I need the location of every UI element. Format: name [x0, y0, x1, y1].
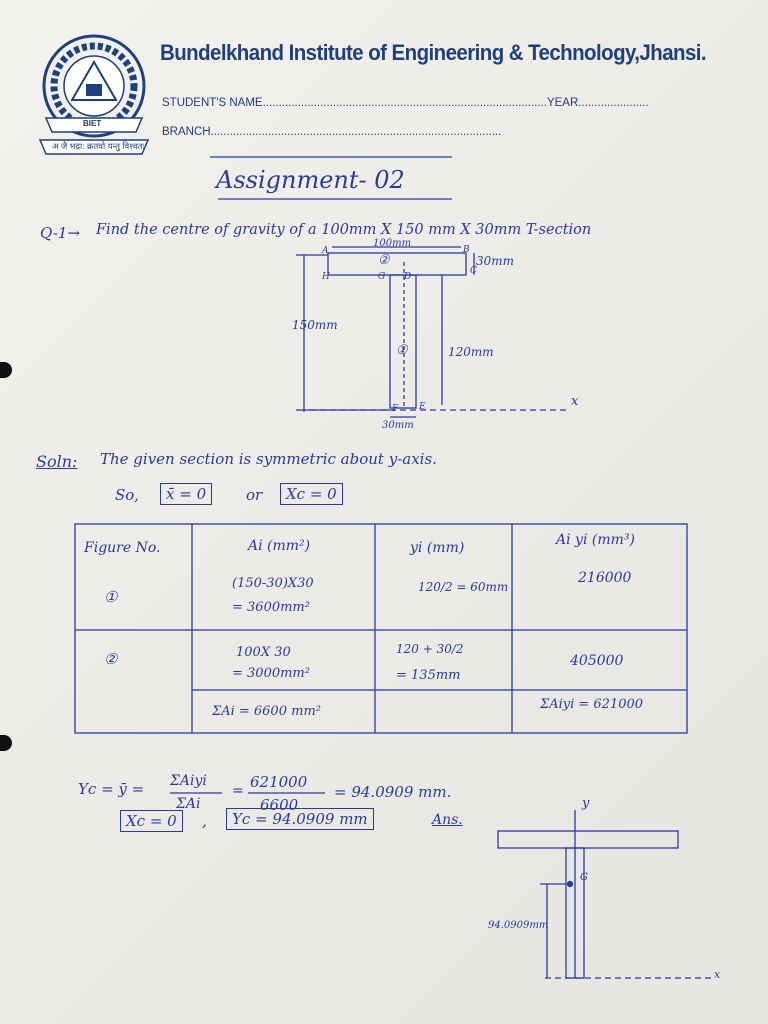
- table-header-ai: Ai (mm²): [248, 538, 311, 554]
- row-1-yi: 120/2 = 60mm: [418, 580, 509, 594]
- row-2-ai-expr: 100X 30: [236, 645, 291, 660]
- row-2-yi-value: = 135mm: [396, 668, 461, 683]
- small-fig-g-label: G: [580, 872, 588, 883]
- small-fig-y-label: y: [582, 796, 590, 811]
- motto: अ जै भद्रा: क्रतवो यन्तु विश्वतः: [52, 141, 145, 151]
- institute-name: Bundelkhand Institute of Engineering & T…: [160, 40, 707, 65]
- point-h: H: [322, 272, 330, 282]
- result-frac1-num: ΣAiyi: [170, 773, 207, 789]
- answer-comma: ,: [202, 812, 207, 830]
- answer-yc-box: Yc = 94.0909 mm: [226, 808, 374, 830]
- point-c: C: [470, 266, 477, 276]
- table-header-yi: yi (mm): [410, 540, 465, 556]
- point-f: F: [392, 404, 399, 414]
- xc-box: Xc = 0: [280, 483, 343, 505]
- branch-field: BRANCH..................................…: [162, 126, 502, 138]
- solution-label: Soln:: [36, 452, 78, 471]
- solution-or: or: [246, 486, 263, 504]
- x-axis-label: x: [571, 394, 579, 409]
- row-1-figure: ①: [104, 588, 118, 606]
- question-number: Q-1→: [40, 224, 81, 242]
- title-underline: [210, 156, 452, 200]
- solution-so: So,: [115, 486, 140, 504]
- row-2-aiyi: 405000: [570, 653, 624, 669]
- sum-aiyi: ΣAiyi = 621000: [540, 697, 644, 712]
- web-width-label: 30mm: [382, 420, 414, 431]
- logo-text: BIET: [83, 119, 102, 128]
- point-d: D: [404, 272, 412, 282]
- small-fig-x-label: x: [714, 968, 721, 981]
- answer-xc-box: Xc = 0: [120, 810, 183, 832]
- answer-label: Ans.: [432, 812, 463, 828]
- point-g: G: [378, 272, 386, 282]
- point-a: A: [322, 246, 329, 256]
- punch-hole: [0, 362, 12, 378]
- flange-thickness-label: 30mm: [476, 254, 515, 268]
- row-1-aiyi: 216000: [578, 570, 632, 586]
- solution-line-1: The given section is symmetric about y-a…: [100, 450, 437, 468]
- result-value: = 94.0909 mm.: [334, 783, 452, 801]
- sum-area: ΣAi = 6600 mm²: [212, 704, 321, 719]
- result-frac2-den: 6600: [260, 796, 299, 814]
- t-section-figure: [296, 246, 570, 418]
- web-height-label: 120mm: [448, 345, 494, 359]
- row-2-yi-expr: 120 + 30/2: [396, 642, 464, 656]
- result-frac2-num: 621000: [250, 773, 308, 791]
- assignment-title: Assignment- 02: [216, 166, 405, 194]
- total-height-label: 150mm: [292, 318, 338, 332]
- result-frac1-den: ΣAi: [176, 796, 201, 812]
- row-2-ai-value: = 3000mm²: [232, 666, 310, 681]
- part-2-label: ②: [378, 253, 390, 268]
- table-header-figure: Figure No.: [84, 540, 161, 556]
- punch-hole: [0, 735, 12, 751]
- table-header-aiyi: Ai yi (mm³): [556, 532, 635, 548]
- xbar-box: x̄ = 0: [160, 483, 213, 505]
- student-name-field: STUDENT'S NAME..........................…: [162, 97, 649, 109]
- result-eq1: =: [232, 783, 244, 799]
- top-width-label: 100mm: [373, 238, 412, 249]
- row-2-figure: ②: [104, 650, 118, 668]
- result-lhs: Yc = ȳ =: [78, 780, 145, 798]
- institute-logo: [38, 34, 150, 155]
- row-1-ai-value: = 3600mm²: [232, 600, 310, 615]
- row-1-ai-expr: (150-30)X30: [232, 576, 314, 591]
- part-1-label: ①: [396, 343, 408, 358]
- small-t-figure: [497, 810, 712, 979]
- small-fig-dim-label: 94.0909mm: [488, 920, 549, 931]
- data-table: [74, 523, 688, 794]
- point-e: E: [419, 402, 426, 412]
- point-b: B: [463, 245, 470, 255]
- question-text: Find the centre of gravity of a 100mm X …: [96, 222, 592, 238]
